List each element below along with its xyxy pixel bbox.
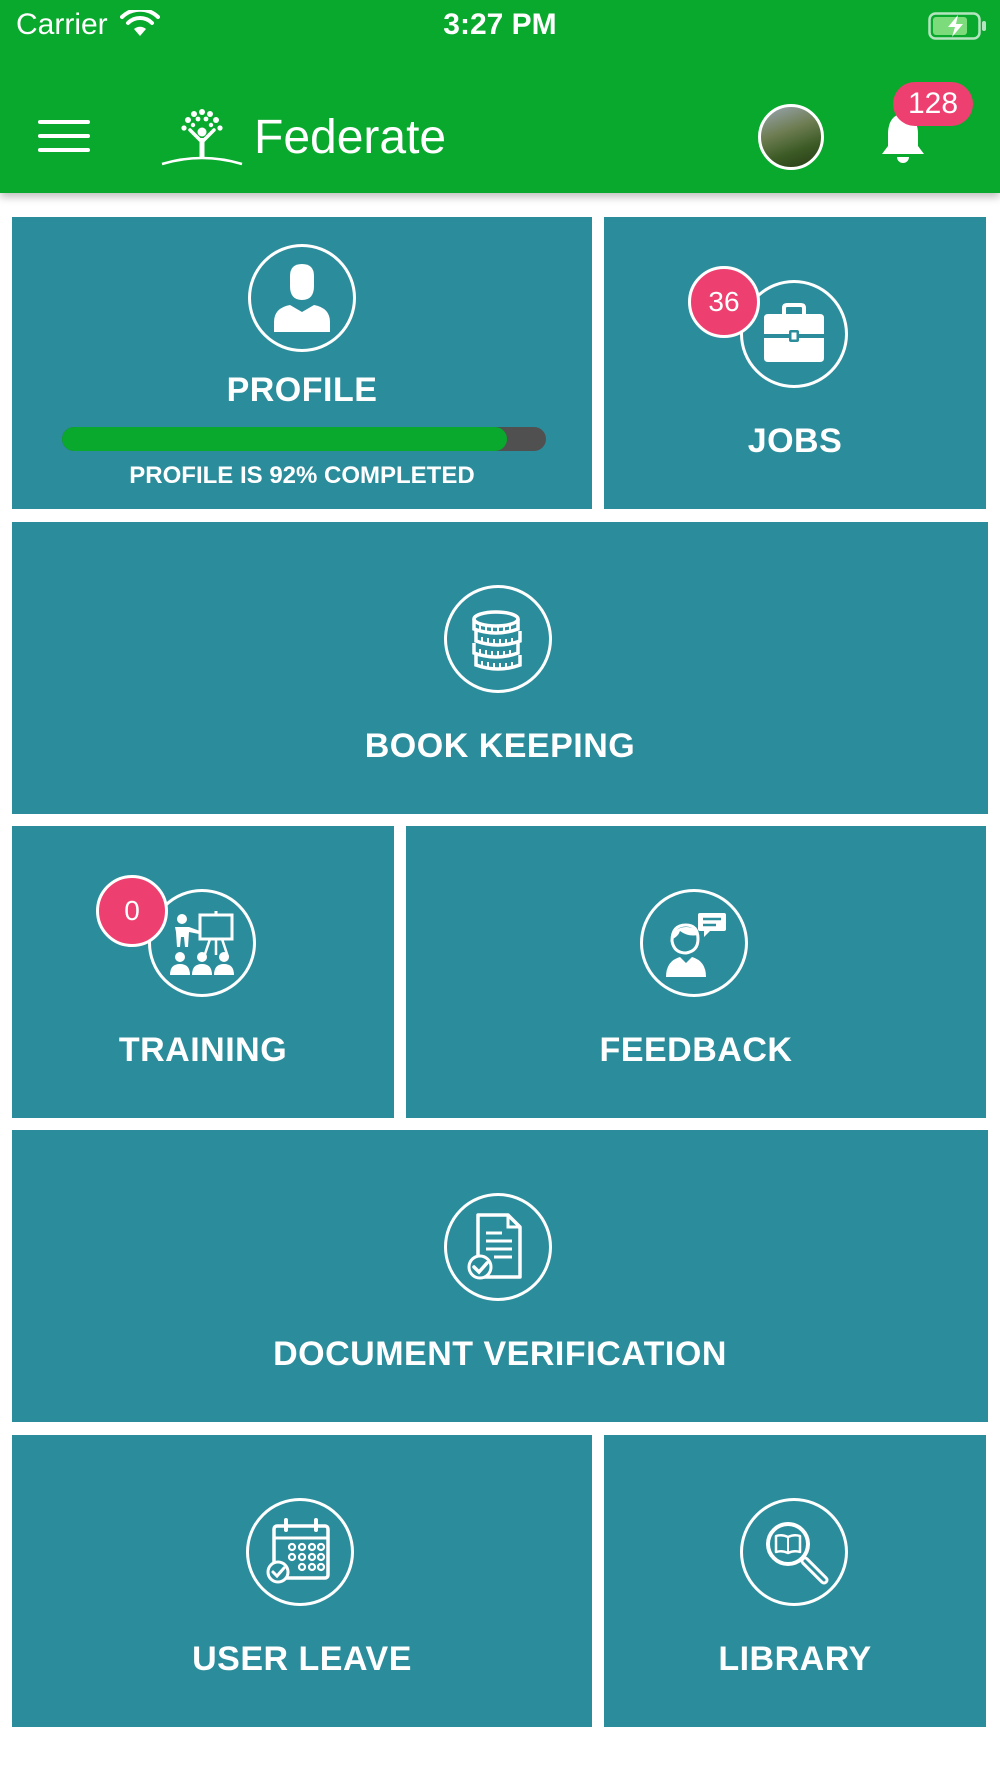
library-label: LIBRARY — [718, 1640, 872, 1678]
profile-progress-fill — [62, 427, 508, 451]
calendar-check-icon — [266, 1518, 330, 1584]
jobs-label: JOBS — [747, 422, 843, 460]
presentation-icon — [170, 911, 234, 975]
book-keeping-label: BOOK KEEPING — [364, 727, 636, 765]
user-leave-tile[interactable]: USER LEAVE — [12, 1435, 592, 1727]
battery-charging-icon — [928, 12, 986, 40]
profile-icon-circle — [248, 244, 356, 352]
profile-progress-bar — [62, 427, 546, 451]
book-search-icon — [766, 1522, 829, 1585]
user-icon — [274, 264, 330, 332]
user-leave-icon-circle — [246, 1498, 354, 1606]
profile-label: PROFILE — [226, 371, 378, 409]
library-icon-circle — [740, 1498, 848, 1606]
feedback-label: FEEDBACK — [599, 1031, 793, 1069]
coins-stack-icon — [472, 610, 522, 671]
user-avatar[interactable] — [758, 104, 824, 170]
jobs-icon-circle — [740, 280, 848, 388]
carrier-label: Carrier — [16, 8, 108, 41]
wifi-icon — [120, 10, 160, 36]
jobs-count-badge: 36 — [688, 266, 760, 338]
document-check-icon — [467, 1213, 522, 1280]
app-header: Carrier 3:27 PM Federate — [0, 0, 1000, 193]
feedback-icon-circle — [640, 889, 748, 997]
app-title: Federate — [254, 111, 447, 164]
book-keeping-tile[interactable]: BOOK KEEPING — [12, 522, 988, 814]
book-keeping-icon-circle — [444, 585, 552, 693]
document-verification-label: DOCUMENT VERIFICATION — [273, 1335, 727, 1373]
person-speech-bubble-icon — [666, 913, 726, 977]
profile-progress-text: PROFILE IS 92% COMPLETED — [129, 462, 475, 489]
feedback-tile[interactable]: FEEDBACK — [406, 826, 986, 1118]
notification-count-badge: 128 — [893, 82, 973, 126]
document-verification-tile[interactable]: DOCUMENT VERIFICATION — [12, 1130, 988, 1422]
training-label: TRAINING — [118, 1031, 288, 1069]
hamburger-menu-icon[interactable] — [38, 118, 92, 154]
training-tile[interactable]: 0 TRAINING — [12, 826, 394, 1118]
jobs-tile[interactable]: 36 JOBS — [604, 217, 986, 509]
document-verification-icon-circle — [444, 1193, 552, 1301]
briefcase-icon — [764, 303, 824, 362]
training-icon-circle — [148, 889, 256, 997]
status-bar: Carrier 3:27 PM — [0, 0, 1000, 50]
user-leave-label: USER LEAVE — [192, 1640, 412, 1678]
tree-person-logo-icon — [161, 109, 243, 166]
profile-tile[interactable]: PROFILE PROFILE IS 92% COMPLETED — [12, 217, 592, 509]
training-count-badge: 0 — [96, 875, 168, 947]
library-tile[interactable]: LIBRARY — [604, 1435, 986, 1727]
